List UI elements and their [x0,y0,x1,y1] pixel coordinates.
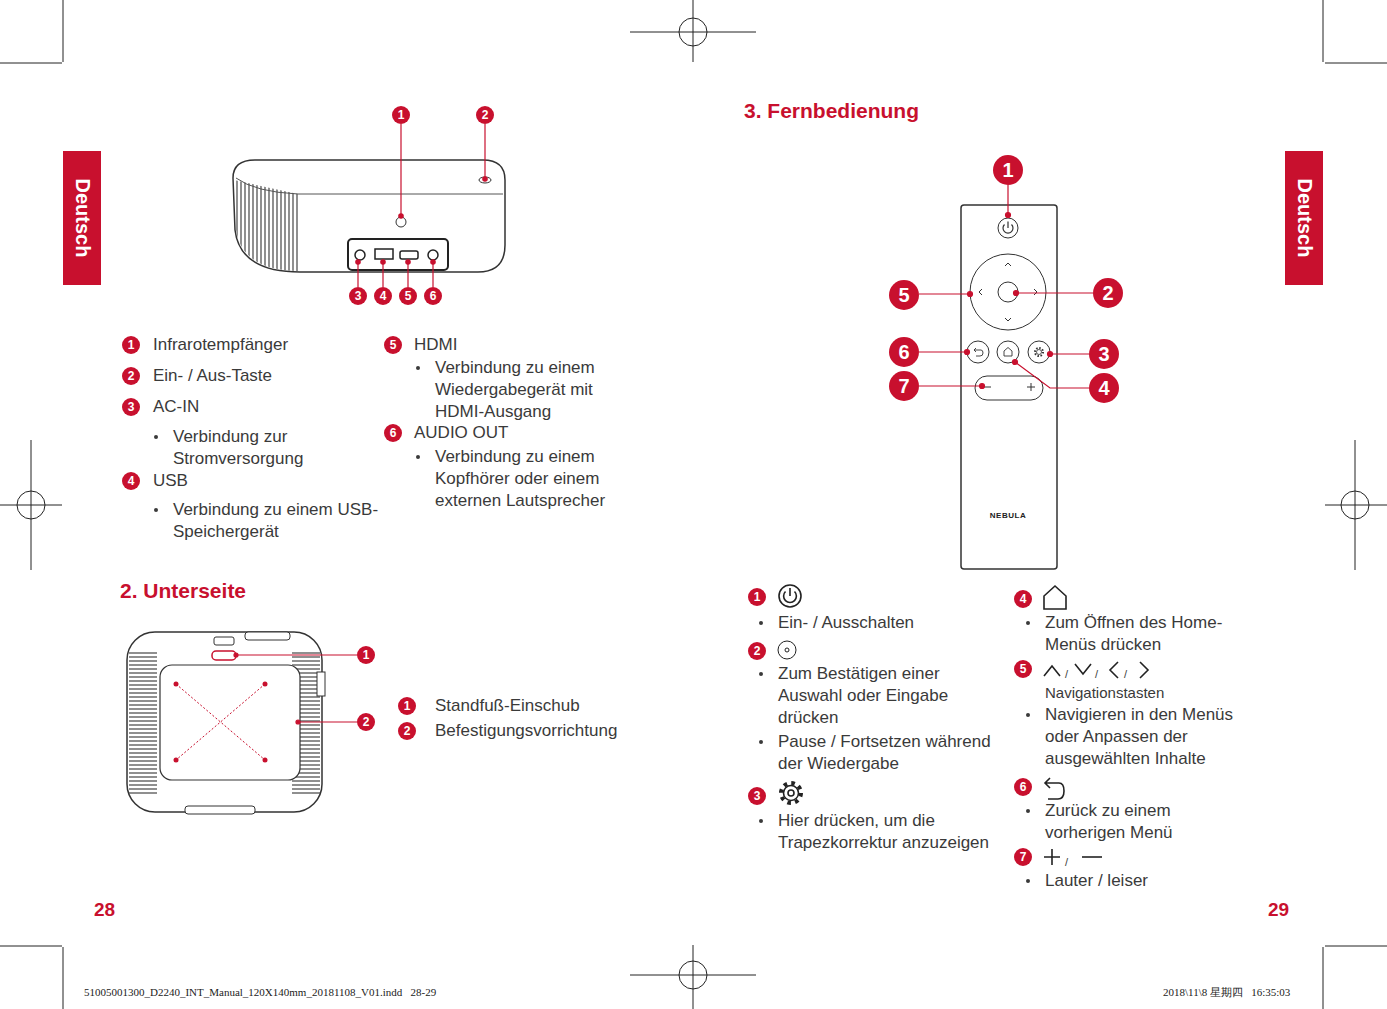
callout-number: 2 [476,106,494,124]
remote-drawing [919,185,1093,569]
part-label: USB [153,470,188,492]
tab-label: Deutsch [71,179,94,258]
callout-number: 1 [122,336,140,354]
part-label: AUDIO OUT [414,422,508,444]
bullet-dot [759,819,763,823]
bullet-dot [1026,621,1030,625]
bullet-dot [1026,879,1030,883]
bullet-text: Verbindung zu einem Kopfhörer oder einem… [435,446,625,512]
callout-number: 5 [399,287,417,305]
bullet-dot [759,672,763,676]
language-tab: Deutsch [63,151,101,285]
callout-number: 1 [748,588,766,606]
separator: / [1065,667,1068,681]
bullet-text: Verbindung zur Stromversorgung [173,426,333,470]
print-footer: 2018\11\8 星期四 16:35:03 [1163,985,1290,999]
part-label: Infrarotempfänger [153,334,288,356]
callout-number: 4 [122,472,140,490]
section-heading: 2. Unterseite [120,580,246,602]
part-label: Befestigungsvorrichtung [435,720,617,742]
callout-number: 5 [889,280,919,310]
page-number: 29 [1268,899,1289,921]
callout-number: 4 [1089,373,1119,403]
bullet-text: Zum Bestätigen einer Auswahl oder Eingab… [778,663,978,729]
callout-number: 1 [392,106,410,124]
callout-number: 4 [1014,590,1032,608]
part-label: Navigationstasten [1045,683,1164,703]
print-footer: 51005001300_D2240_INT_Manual_120X140mm_2… [84,985,436,999]
section-heading: 3. Fernbedienung [744,100,919,122]
bullet-text: Lauter / leiser [1045,870,1250,892]
callout-number: 1 [357,646,375,664]
callout-number: 2 [122,367,140,385]
tab-label: Deutsch [1293,179,1316,258]
brand-text: NEBULA [978,510,1038,522]
part-label: Standfuß-Einschub [435,695,580,717]
callout-number: 2 [748,642,766,660]
separator: / [1065,855,1068,869]
bullet-dot [416,366,420,370]
bullet-text: Verbindung zu einem USB-Speichergerät [173,499,388,543]
callout-number: 3 [122,398,140,416]
callout-number: 3 [349,287,367,305]
bullet-dot [1026,809,1030,813]
separator: / [1095,667,1098,681]
part-label: AC-IN [153,396,199,418]
callout-number: 3 [748,787,766,805]
page-number: 28 [94,899,115,921]
callout-number: 1 [398,697,416,715]
bullet-dot [759,621,763,625]
callout-number: 5 [1014,660,1032,678]
bullet-dot [759,740,763,744]
callout-number: 7 [889,371,919,401]
language-tab: Deutsch [1285,151,1323,285]
bullet-text: Verbindung zu einem Wiedergabegerät mit … [435,357,615,423]
bullet-dot [1026,713,1030,717]
callout-number: 2 [1093,278,1123,308]
callout-number: 6 [384,424,402,442]
callout-number: 6 [1014,778,1032,796]
bullet-text: Zum Öffnen des Home-Menüs drücken [1045,612,1250,656]
callout-number: 7 [1014,848,1032,866]
underside-drawing [127,632,357,814]
part-label: HDMI [414,334,457,356]
bullet-text: Hier drücken, um die Trapezkorrektur anz… [778,810,1013,854]
callout-number: 2 [398,722,416,740]
part-label: Ein- / Aus-Taste [153,365,272,387]
bullet-text: Zurück zu einem vorherigen Menü [1045,800,1230,844]
callout-number: 6 [889,337,919,367]
bullet-text: Navigieren in den Menüs oder Anpassen de… [1045,704,1260,770]
bullet-dot [154,435,158,439]
callout-number: 6 [424,287,442,305]
bullet-dot [416,455,420,459]
bullet-dot [154,508,158,512]
callout-number: 2 [357,713,375,731]
callout-number: 4 [374,287,392,305]
callout-number: 3 [1089,339,1119,369]
projector-drawing [233,124,505,287]
callout-number: 1 [993,155,1023,185]
separator: / [1124,667,1127,681]
bullet-text: Ein- / Ausschalten [778,612,1003,634]
callout-number: 5 [384,336,402,354]
bullet-text: Pause / Fortsetzen während der Wiedergab… [778,731,1013,775]
